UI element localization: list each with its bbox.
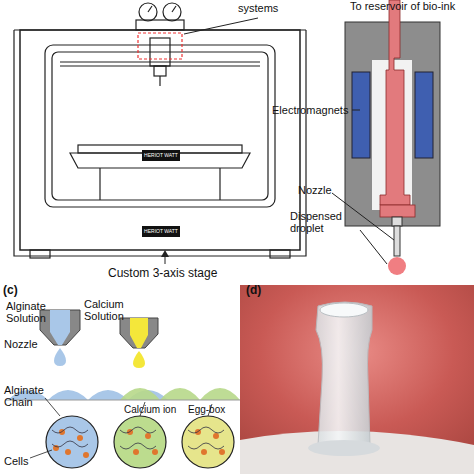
printer-drawing (30, 250, 50, 258)
printer-drawing (14, 3, 306, 258)
polymer-chains (188, 443, 224, 449)
cell-dots (213, 433, 219, 439)
cell-dots (77, 435, 83, 441)
part-label: Alginate Chain (4, 384, 44, 408)
nozzle-calcium (133, 351, 145, 368)
polymer-chains (52, 441, 88, 447)
nozzle-alginate (40, 310, 80, 366)
part-label: To reservoir of bio-ink (350, 0, 460, 12)
gel-photo (240, 285, 474, 474)
gel-photo (316, 302, 372, 451)
printer-drawing (154, 66, 166, 76)
polymer-chains (120, 427, 156, 433)
printer-drawing (99, 168, 100, 200)
printer-drawing (136, 20, 184, 30)
arrow-head (161, 250, 169, 257)
part-label: Egg-box (188, 404, 238, 416)
nozzle-alginate (50, 310, 70, 345)
cell-dots (133, 449, 139, 455)
logo-text: HERIOT WATT (142, 228, 180, 235)
printer-drawing (45, 45, 275, 207)
valve-section (394, 226, 400, 256)
leader-line (352, 110, 360, 111)
nozzle-calcium (130, 318, 148, 348)
valve-section (415, 72, 433, 158)
logo-text: HERIOT WATT (142, 152, 180, 159)
magnified-circle (46, 416, 98, 468)
cell-dots (65, 449, 71, 455)
printer-drawing (163, 3, 181, 21)
valve-section (380, 205, 415, 217)
gel-photo (240, 285, 474, 474)
leader-line (30, 398, 212, 458)
cell-dots (201, 449, 207, 455)
cell-dots (145, 433, 151, 439)
substrate-gel (120, 388, 240, 400)
magnified-circle (182, 416, 234, 468)
gel-photo (308, 440, 380, 456)
panel-letter: (d) (246, 283, 266, 297)
printer-drawing (150, 38, 170, 66)
leader-line (184, 18, 258, 34)
printer-drawing (52, 52, 268, 200)
part-label: Calcium Solution (84, 298, 122, 322)
polymer-chains (188, 427, 224, 433)
cell-dots (152, 449, 158, 455)
leader-line (45, 398, 60, 416)
callout-text: systems (238, 2, 298, 14)
polymer-chains (52, 427, 224, 449)
leader-line (30, 450, 52, 458)
part-label: Nozzle (4, 338, 44, 350)
valve-section (380, 0, 410, 205)
part-label: Nozzle (298, 184, 348, 196)
gel-photo (320, 303, 368, 317)
printer-drawing (219, 168, 220, 200)
part-label: Dispensed droplet (290, 210, 360, 234)
cell-dots (53, 429, 225, 458)
valve-section (352, 72, 370, 158)
cell-dots (83, 452, 89, 458)
valve-section (345, 0, 440, 275)
nozzle-calcium (120, 318, 158, 368)
part-label: Custom 3-axis stage (108, 266, 258, 280)
substrate-gel (6, 400, 240, 401)
printer-drawing (14, 30, 306, 256)
nozzle-calcium (120, 318, 158, 348)
cell-dots (219, 449, 225, 455)
printer-drawing (139, 3, 157, 21)
dashed-highlight (138, 33, 182, 59)
printer-drawing (172, 6, 176, 12)
printer-drawing (20, 30, 300, 250)
printer-drawing (270, 250, 290, 258)
part-label: Electromagnets (272, 104, 352, 116)
valve-section (392, 217, 402, 226)
part-label: Calcium ion (124, 404, 184, 416)
magnified-circle (114, 416, 166, 468)
part-label: Cells (4, 455, 34, 467)
magnified-circle (46, 416, 234, 468)
leader-line (332, 110, 394, 264)
printer-drawing (60, 61, 260, 62)
printer-drawing (159, 76, 160, 86)
nozzle-alginate (40, 310, 80, 345)
part-label: Alginate Solution (6, 300, 44, 324)
panel-letter: (c) (3, 283, 23, 297)
printer-drawing (148, 6, 152, 12)
logo-plate (142, 226, 180, 237)
nozzle-alginate (54, 348, 66, 366)
polymer-chains (52, 427, 88, 433)
valve-section (388, 257, 406, 275)
leader-line (360, 230, 387, 264)
logo-plate (142, 150, 180, 161)
polymer-chains (120, 443, 156, 449)
